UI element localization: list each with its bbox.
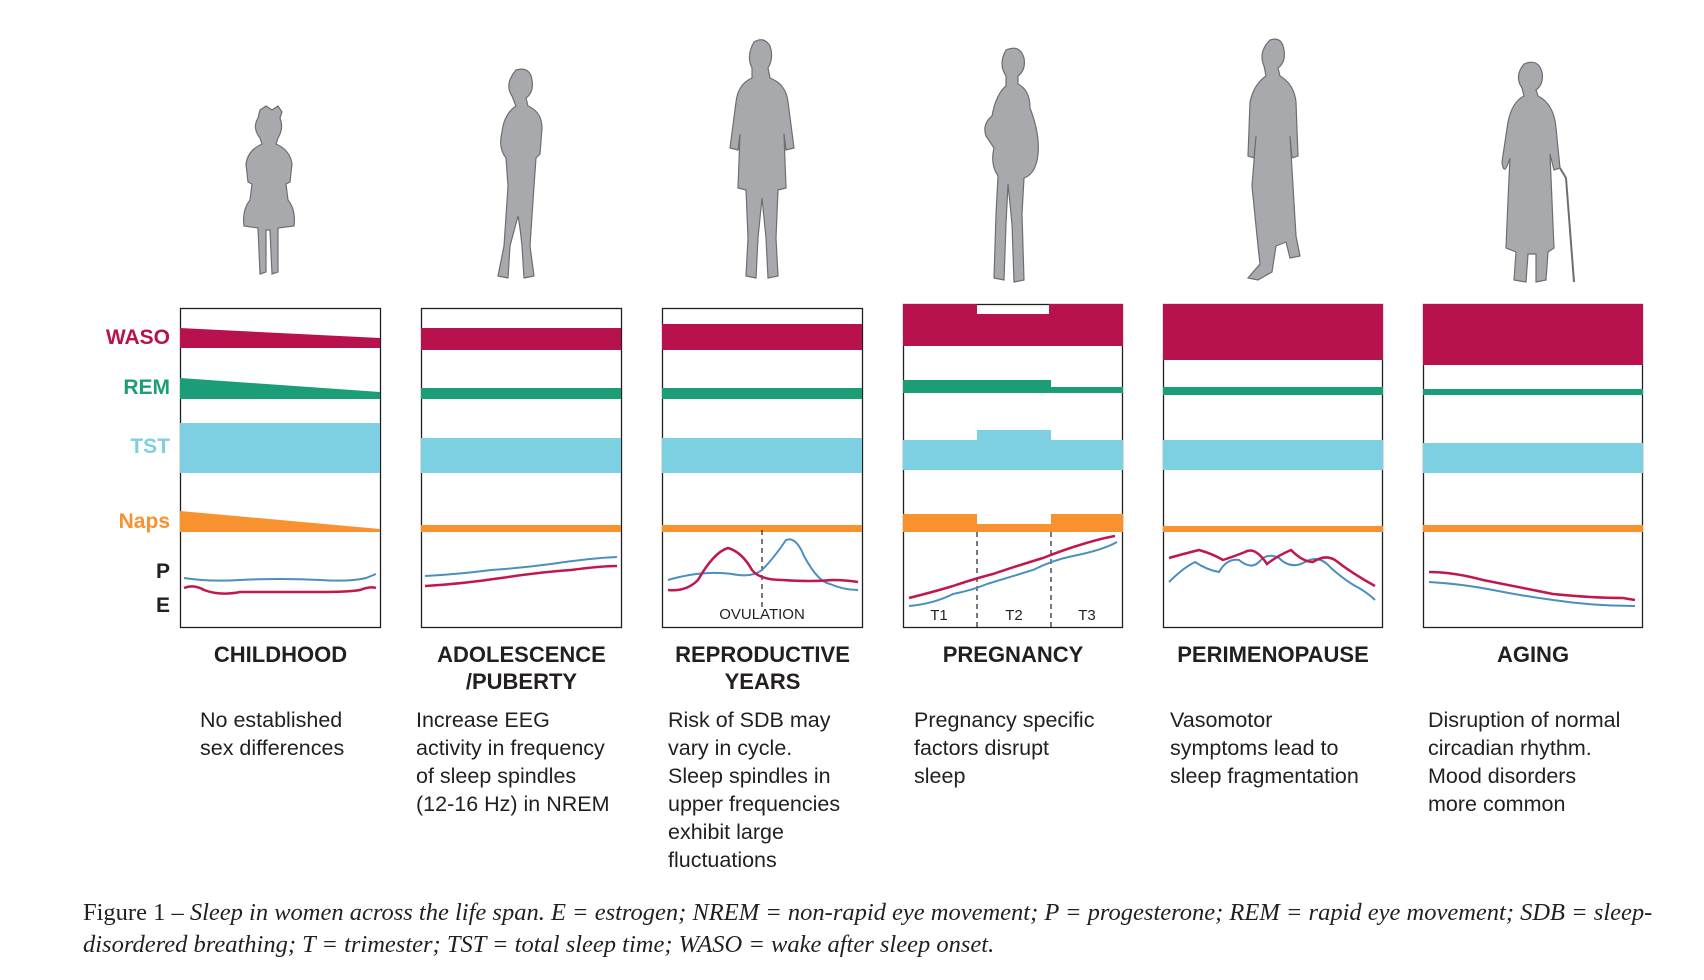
rem-band <box>903 380 1123 393</box>
row-label-progesterone: P <box>155 560 170 583</box>
trimester-label-t2: T2 <box>1005 607 1023 624</box>
stage-description-reproductive-years: Risk of SDB may vary in cycle. Sleep spi… <box>668 708 841 872</box>
estrogen-curve <box>667 538 859 591</box>
progesterone-curve <box>1428 570 1636 602</box>
stage-name-perimenopause: PERIMENOPAUSE <box>1177 642 1369 667</box>
progesterone-curve <box>1168 548 1376 588</box>
estrogen-curve <box>1168 554 1376 601</box>
adult-woman-silhouette-icon <box>729 39 795 279</box>
naps-band <box>1163 526 1383 532</box>
figure-caption-lead: Figure 1 – <box>83 899 190 926</box>
waso-band <box>903 304 1123 346</box>
rem-band <box>662 388 862 399</box>
tst-band <box>903 430 1123 470</box>
adolescent-silhouette-icon <box>497 68 543 279</box>
stage-description-adolescence: Increase EEG activity in frequency of sl… <box>416 708 610 816</box>
figure-caption: Figure 1 – Sleep in women across the lif… <box>83 897 1663 961</box>
stage-name-aging: AGING <box>1496 642 1570 667</box>
row-label-tst: TST <box>130 435 170 458</box>
waso-band <box>421 328 621 350</box>
stage-name-adolescence: ADOLESCENCE /PUBERTY <box>437 642 606 694</box>
middle-aged-woman-silhouette-icon <box>1246 38 1301 281</box>
waso-band <box>180 328 380 348</box>
estrogen-curve <box>1428 581 1636 607</box>
row-label-waso: WASO <box>105 326 170 349</box>
stage-name-reproductive-years: REPRODUCTIVE YEARS <box>675 642 850 694</box>
trimester-label-t3: T3 <box>1078 607 1096 624</box>
waso-band <box>1423 304 1643 365</box>
row-label-estrogen: E <box>155 594 170 617</box>
rem-band <box>180 378 380 399</box>
progesterone-curve <box>183 585 377 595</box>
naps-band <box>662 525 862 532</box>
figure-caption-text: Sleep in women across the life span. E =… <box>83 899 1653 958</box>
rem-band <box>1163 387 1383 395</box>
stage-description-aging: Disruption of normal circadian rhythm. M… <box>1428 708 1621 816</box>
progesterone-curve <box>424 564 618 588</box>
ovulation-label: OVULATION <box>719 606 805 623</box>
stage-name-childhood: CHILDHOOD <box>213 642 348 667</box>
naps-band <box>1423 525 1643 532</box>
naps-band <box>903 514 1123 532</box>
tst-band <box>421 438 621 473</box>
panel-pregnancy: T1 T2 T3 <box>902 303 1124 629</box>
pregnant-woman-silhouette-icon <box>984 47 1039 283</box>
row-label-naps: Naps <box>118 510 170 533</box>
naps-band <box>180 511 380 532</box>
rem-band <box>1423 389 1643 395</box>
stage-description-perimenopause: Vasomotor symptoms lead to sleep fragmen… <box>1170 708 1359 788</box>
estrogen-curve <box>424 556 618 577</box>
tst-band <box>1423 443 1643 473</box>
panel-reproductive-years: OVULATION <box>661 307 864 629</box>
panel-childhood <box>179 307 382 629</box>
stage-description-pregnancy: Pregnancy specific factors disrupt sleep <box>914 708 1095 788</box>
rem-band <box>421 388 621 399</box>
panel-adolescence <box>420 307 623 629</box>
waso-band <box>1163 304 1383 360</box>
progesterone-curve <box>667 546 859 592</box>
cane-icon <box>1559 167 1575 283</box>
elderly-woman-with-cane-silhouette-icon <box>1501 61 1575 283</box>
waso-band <box>662 324 862 350</box>
estrogen-curve <box>908 541 1118 607</box>
panel-perimenopause <box>1162 303 1384 629</box>
naps-band <box>421 525 621 532</box>
tst-band <box>1163 440 1383 470</box>
trimester-label-t1: T1 <box>930 607 948 624</box>
tst-band <box>180 423 380 473</box>
child-silhouette-icon <box>243 105 295 275</box>
tst-band <box>662 438 862 473</box>
estrogen-curve <box>183 573 377 582</box>
row-label-rem: REM <box>123 376 170 399</box>
stage-description-childhood: No established sex differences <box>200 708 345 760</box>
panel-aging <box>1422 303 1644 629</box>
stage-name-pregnancy: PREGNANCY <box>942 642 1084 667</box>
progesterone-curve <box>908 534 1116 600</box>
